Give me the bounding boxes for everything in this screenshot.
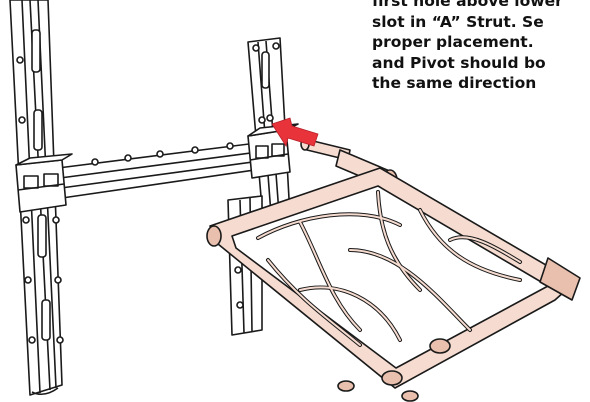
instruction-line: proper placement. bbox=[372, 33, 534, 51]
left-connector-block bbox=[15, 153, 73, 213]
instruction-line: the same direction bbox=[372, 74, 537, 92]
instruction-line: and Pivot should bo bbox=[372, 53, 546, 72]
instruction-text: first hole above lower slot in “A” Strut… bbox=[372, 0, 590, 94]
red-arrow-icon bbox=[271, 117, 319, 148]
instruction-line: first hole above lower bbox=[372, 0, 563, 10]
instruction-line: slot in “A” Strut. Se bbox=[372, 12, 544, 31]
crossbar bbox=[57, 141, 269, 199]
wire-basket bbox=[206, 149, 581, 402]
